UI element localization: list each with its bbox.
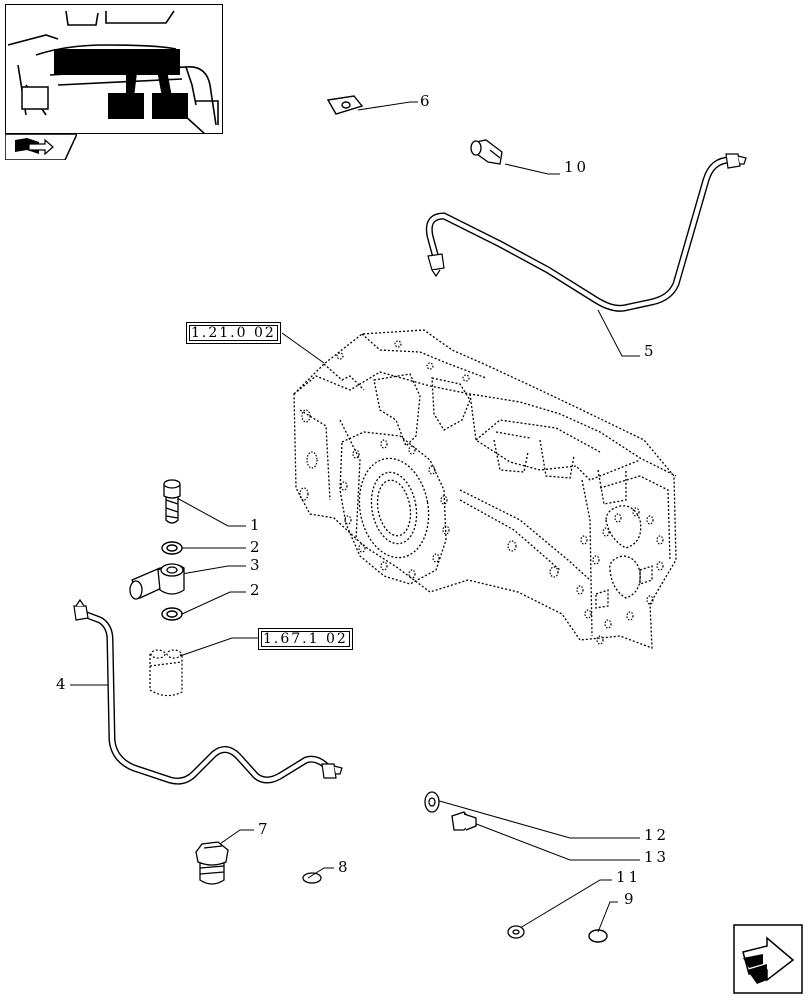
- location-thumbnail[interactable]: [5, 4, 223, 134]
- washer-part-12: [424, 791, 440, 813]
- book-arrow-icon: [15, 138, 54, 156]
- callout-3: 3: [250, 556, 263, 574]
- callout-5: 5: [644, 342, 657, 360]
- section-tab[interactable]: [4, 133, 79, 161]
- callout-1: 1: [250, 516, 263, 534]
- washer-part-11: [507, 925, 525, 939]
- callout-6: 6: [420, 92, 433, 110]
- valve-block-part: [149, 649, 183, 697]
- pipe-5: [425, 153, 747, 312]
- housing-bolt-holes: [299, 340, 664, 645]
- fitting-part: [470, 139, 503, 165]
- callout-8: 8: [338, 858, 351, 876]
- callout-2a: 2: [250, 538, 263, 556]
- plug-part: [195, 841, 229, 885]
- callout-9: 9: [624, 890, 637, 908]
- screw-part-13: [451, 811, 477, 831]
- leader-lines: [70, 101, 640, 933]
- callout-11: 11: [616, 868, 642, 886]
- callout-2b: 2: [250, 581, 263, 599]
- bolt-part: [163, 479, 181, 524]
- washer-part: [161, 541, 183, 621]
- transmission-housing: [293, 329, 677, 649]
- callout-13: 13: [644, 848, 670, 866]
- banjo-fitting-part: [129, 563, 185, 600]
- callout-4: 4: [56, 675, 69, 693]
- callout-7: 7: [258, 820, 271, 838]
- bracket-part: [326, 95, 364, 115]
- callout-10: 10: [564, 158, 590, 176]
- valve-block-reference-link[interactable]: 1.67.1 02: [258, 628, 353, 650]
- next-page-arrow-icon: [733, 924, 803, 994]
- o-ring-part-8: [302, 872, 322, 884]
- o-ring-part-9: [588, 929, 608, 943]
- callout-12: 12: [644, 826, 670, 844]
- next-page-button[interactable]: [733, 924, 803, 994]
- pipe-4: [73, 598, 343, 785]
- housing-reference-link[interactable]: 1.21.0 02: [186, 322, 281, 344]
